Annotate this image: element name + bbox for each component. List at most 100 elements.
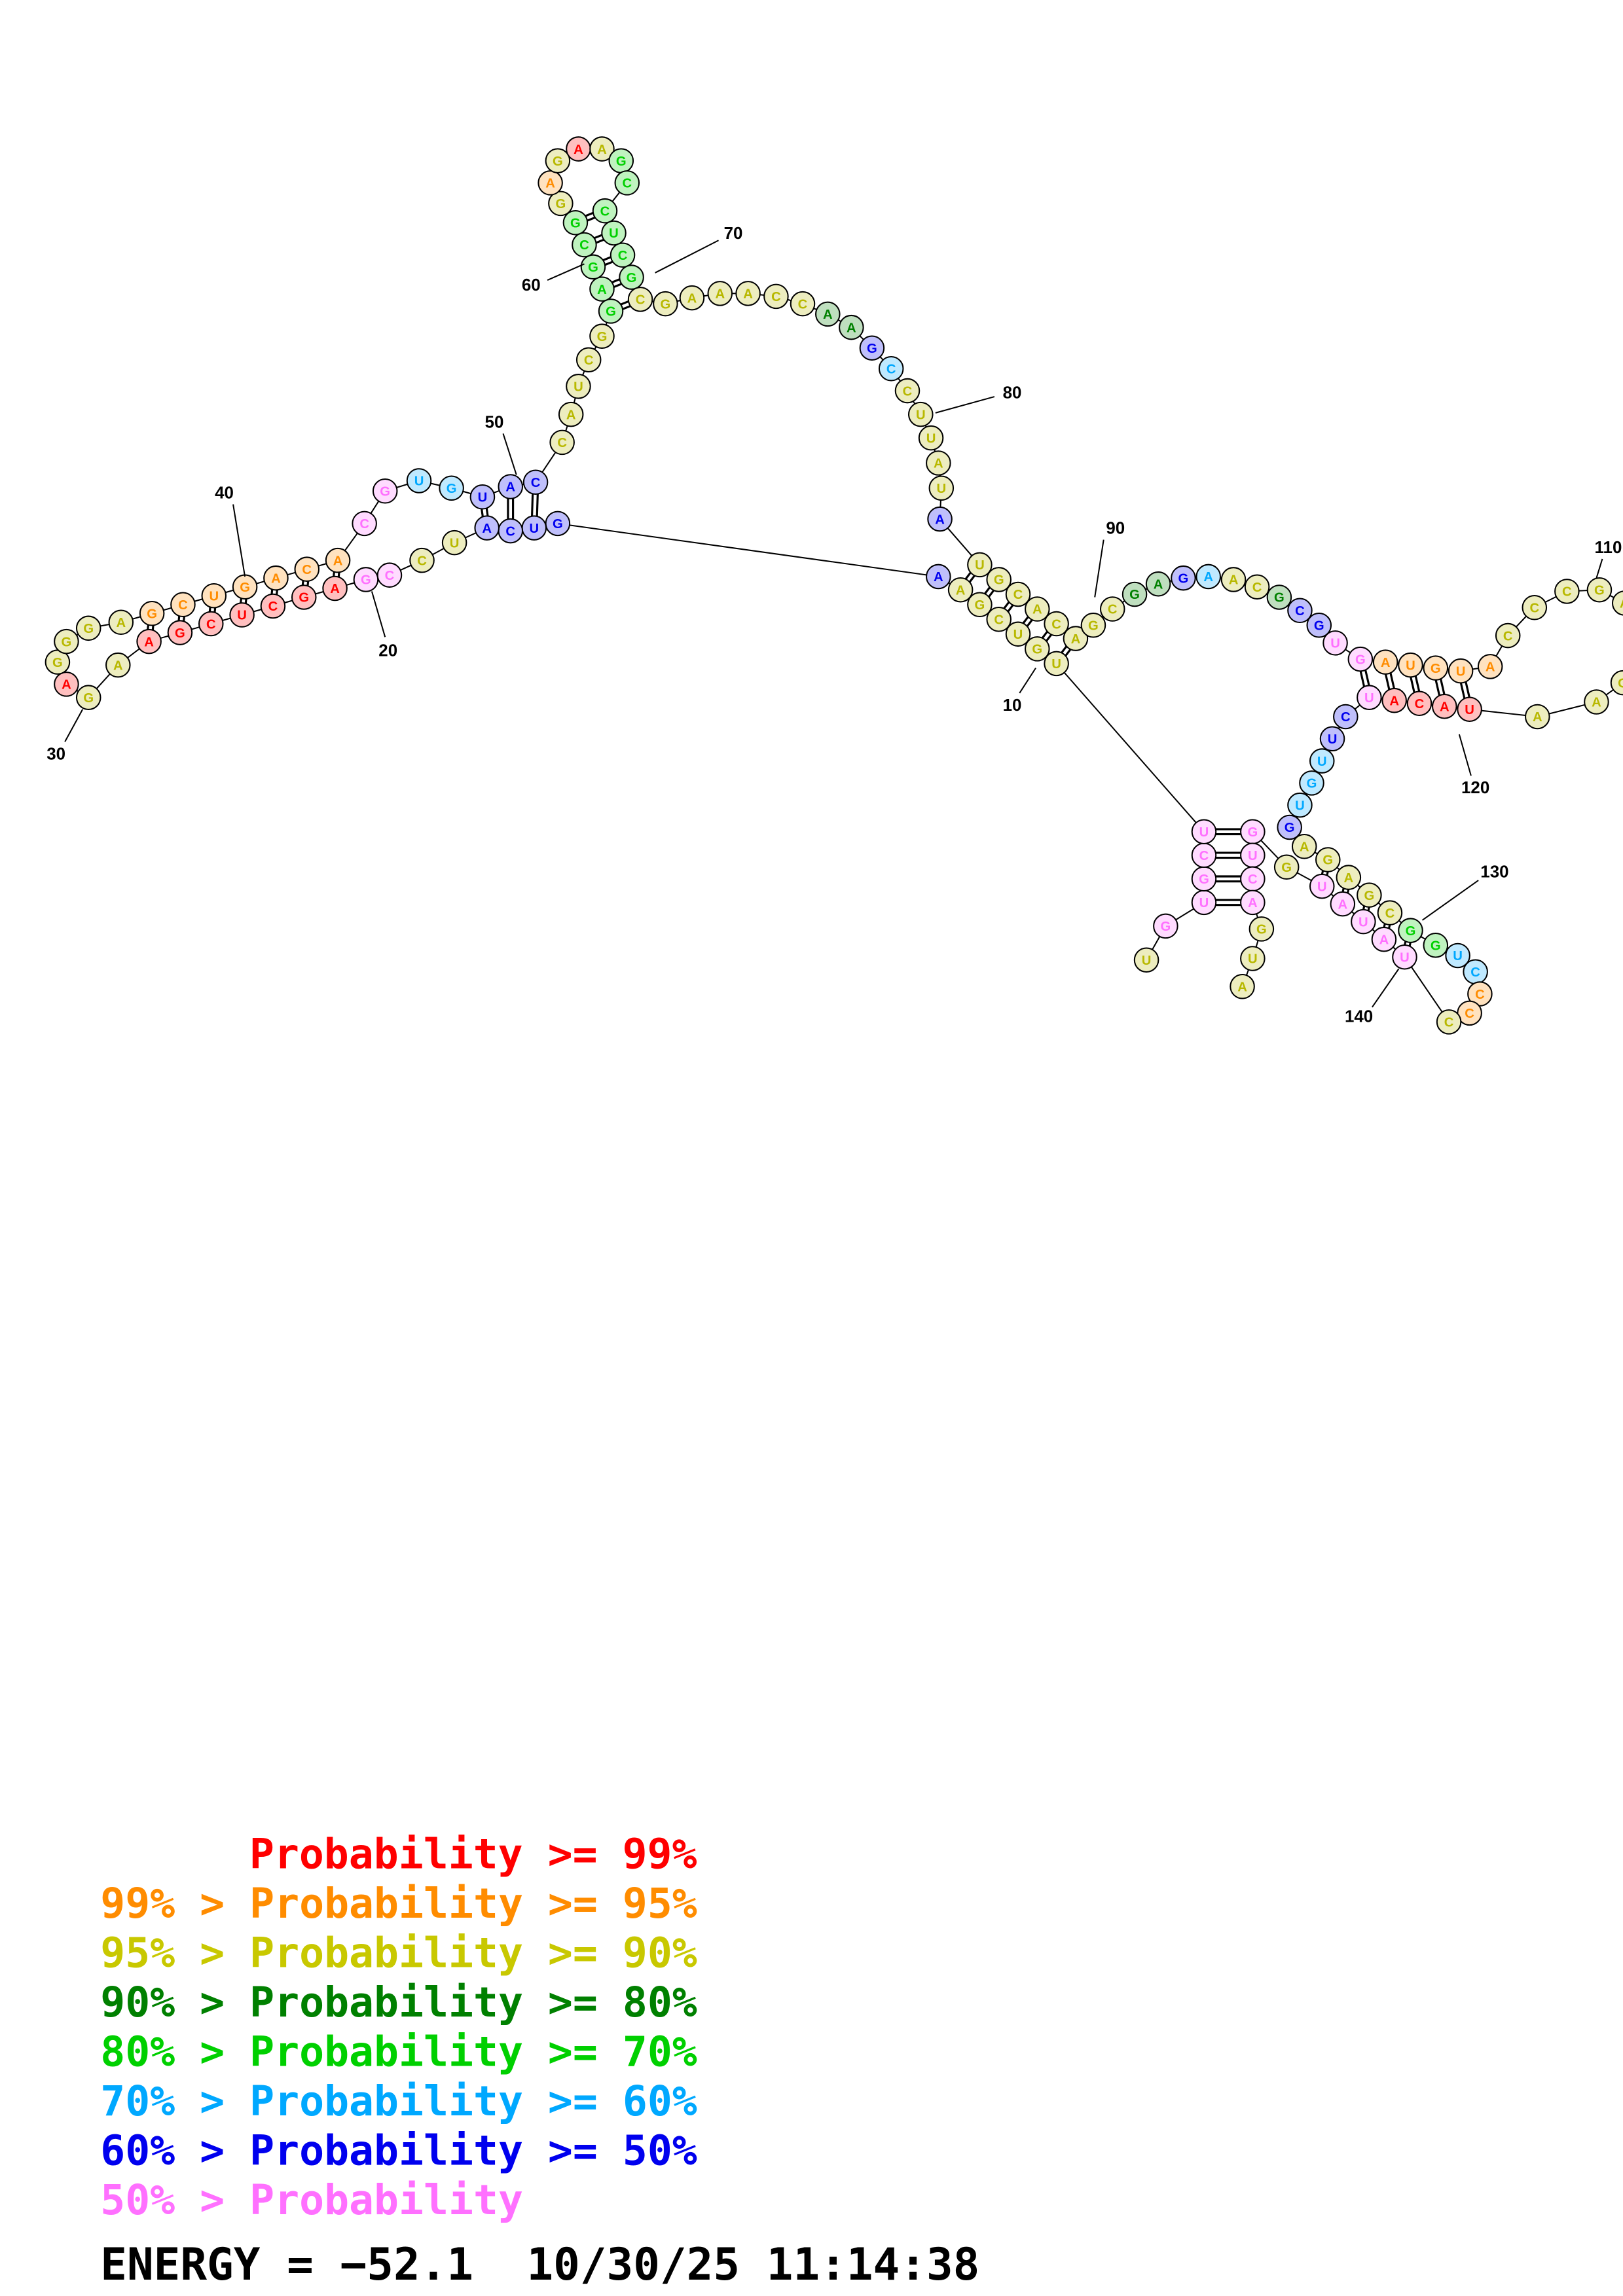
- nucleotide-letter: G: [867, 342, 877, 356]
- nucleotide-letter: A: [505, 480, 515, 495]
- nucleotide-circle: [1423, 655, 1449, 681]
- nucleotide-circle: [967, 552, 993, 578]
- position-label: 70: [724, 224, 743, 243]
- nucleotide-letter: U: [926, 431, 936, 446]
- nucleotide-circle: [1249, 916, 1275, 942]
- nucleotide-letter: U: [1142, 954, 1152, 968]
- nucleotide-circle: [260, 593, 286, 619]
- nucleotide-circle: [1448, 658, 1474, 684]
- nucleotide-circle: [1445, 942, 1470, 969]
- nucleotide-letter: G: [1314, 619, 1324, 634]
- nucleotide-letter: C: [359, 517, 369, 531]
- nucleotide-letter: A: [1592, 696, 1601, 710]
- nucleotide-circle: [1080, 613, 1106, 638]
- nucleotide-letter: U: [1465, 703, 1474, 717]
- nucleotide-circle: [610, 242, 636, 268]
- nucleotide-circle: [201, 583, 227, 609]
- legend-line: 70% > Probability >= 60%: [100, 2077, 697, 2125]
- nucleotide-circle: [589, 323, 615, 349]
- nucleotide-circle: [439, 475, 464, 501]
- nucleotide-circle: [1220, 567, 1247, 592]
- legend-line: 80% > Probability >= 70%: [100, 2028, 697, 2076]
- nucleotide-letter: C: [385, 569, 395, 583]
- nucleotide-circle: [790, 291, 816, 317]
- nucleotide-letter: G: [1355, 653, 1366, 667]
- nucleotide-letter: A: [566, 408, 576, 422]
- nucleotide-circle: [763, 283, 789, 310]
- nucleotide-circle: [1554, 579, 1580, 604]
- nucleotide-circle: [592, 198, 618, 224]
- nucleotide-circle: [441, 529, 467, 556]
- nucleotide-letter: G: [553, 517, 563, 531]
- nucleotide-circle: [1319, 726, 1345, 752]
- nucleotide-letter: A: [956, 583, 966, 598]
- nucleotide-letter: C: [1341, 710, 1351, 725]
- nucleotide-letter: C: [600, 204, 610, 219]
- nucleotide-circle: [679, 285, 705, 311]
- nucleotide-letter: G: [570, 216, 581, 230]
- label-leader-line: [1421, 880, 1479, 921]
- nucleotide-letter: G: [62, 635, 72, 649]
- nucleotide-letter: U: [1400, 950, 1410, 965]
- position-label: 80: [1003, 384, 1022, 402]
- nucleotide-letter: A: [847, 321, 856, 335]
- nucleotide-letter: A: [1154, 577, 1163, 592]
- nucleotide-letter: U: [1051, 657, 1061, 672]
- nucleotide-letter: G: [1406, 924, 1416, 939]
- nucleotide-letter: A: [1237, 980, 1247, 995]
- nucleotide-letter: A: [144, 635, 154, 649]
- nucleotide-circle: [558, 401, 584, 427]
- nucleotide-circle: [598, 298, 624, 324]
- nucleotide-letter: G: [1618, 676, 1623, 691]
- nucleotide-circle: [1240, 889, 1266, 916]
- backbone-link: [557, 522, 939, 577]
- nucleotide-letter: G: [299, 591, 309, 605]
- nucleotide-letter: G: [553, 154, 563, 169]
- nucleotide-letter: C: [1295, 604, 1305, 619]
- nucleotide-letter: A: [330, 582, 340, 596]
- nucleotide-circle: [1315, 847, 1341, 872]
- nucleotide-circle: [1333, 704, 1359, 730]
- legend-line: 60% > Probability >= 50%: [100, 2126, 697, 2174]
- label-leader-line: [502, 433, 517, 475]
- nucleotide-circle: [1240, 946, 1266, 971]
- nucleotide-letter: C: [1529, 601, 1539, 615]
- nucleotide-letter: U: [1013, 628, 1023, 642]
- nucleotide-letter: A: [1071, 632, 1081, 647]
- nucleotide-letter: A: [1248, 896, 1258, 910]
- legend-line: 90% > Probability >= 80%: [100, 1978, 697, 2026]
- nucleotide-letter: C: [1199, 849, 1209, 863]
- position-label: 130: [1480, 863, 1508, 882]
- nucleotide-letter: U: [1328, 732, 1338, 747]
- nucleotide-letter: C: [1465, 1007, 1474, 1021]
- nucleotide-circle: [894, 378, 921, 404]
- nucleotide-letter: C: [579, 238, 589, 253]
- nucleotide-letter: A: [935, 512, 945, 527]
- nucleotide-circle: [291, 584, 317, 610]
- nucleotide-letter: U: [478, 490, 488, 505]
- nucleotide-circle: [1381, 687, 1407, 713]
- nucleotide-letter: G: [1160, 920, 1171, 934]
- label-leader-line: [935, 396, 995, 414]
- nucleotide-circle: [1063, 626, 1089, 651]
- nucleotide-circle: [54, 672, 79, 697]
- nucleotide-letter: A: [482, 522, 492, 536]
- position-label: 120: [1461, 779, 1489, 797]
- nucleotide-circle: [1145, 571, 1171, 597]
- nucleotide-circle: [589, 136, 615, 162]
- nucleotide-letter: U: [1317, 880, 1327, 894]
- nucleotide-letter: A: [1381, 656, 1391, 670]
- nucleotide-circle: [601, 220, 627, 246]
- nucleotide-circle: [1044, 651, 1069, 677]
- nucleotide-circle: [372, 478, 398, 504]
- nucleotide-letter: C: [557, 436, 567, 450]
- nucleotide-letter: A: [715, 287, 725, 302]
- nucleotide-letter: G: [52, 656, 63, 670]
- nucleotide-letter: C: [1051, 617, 1061, 632]
- nucleotide-letter: A: [1440, 700, 1450, 714]
- nucleotide-letter: A: [597, 283, 607, 297]
- nucleotide-circle: [139, 601, 165, 626]
- nucleotide-circle: [548, 190, 574, 217]
- nucleotide-circle: [614, 170, 640, 196]
